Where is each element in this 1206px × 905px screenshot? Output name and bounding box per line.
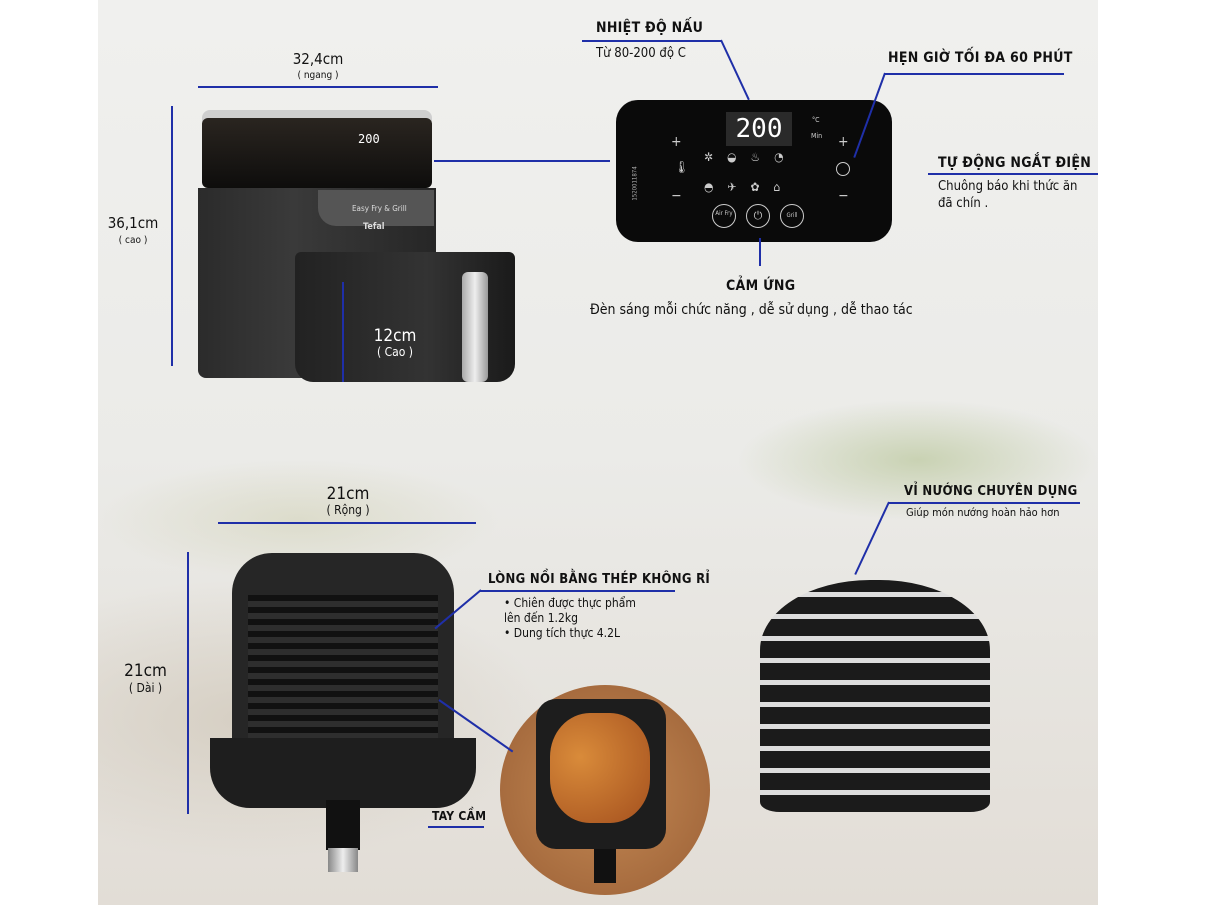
unit-minutes: Min — [811, 132, 823, 140]
basket-rim — [210, 738, 476, 808]
fryer-height-label: 36,1cm — [107, 214, 159, 232]
basket-handle — [326, 800, 360, 850]
callout-line — [480, 590, 675, 592]
basket-length-note: ( Dài ) — [128, 681, 163, 695]
callout-line — [759, 238, 761, 266]
fryer-model-label: Easy Fry & Grill — [318, 190, 434, 226]
temp-plus-button[interactable]: + — [671, 134, 682, 150]
touch-title: CẢM ỨNG — [726, 278, 796, 294]
drawer-handle — [462, 272, 488, 382]
grill-rack-image — [760, 580, 990, 812]
temperature-title: NHIỆT ĐỘ NẤU — [596, 20, 704, 36]
width-dimension-line — [198, 86, 438, 88]
basket-bullets: • Chiên được thực phẩm lên đến 1.2kg • D… — [504, 596, 654, 641]
callout-line — [854, 501, 890, 575]
preset-icons-row2[interactable]: ◓✈✿⌂ — [704, 180, 795, 194]
power-button[interactable]: ⏻ — [746, 204, 770, 228]
basket-width-note: ( Rộng ) — [326, 503, 370, 517]
basket-height-label: 12cm — [373, 326, 417, 346]
grill-text: Giúp món nướng hoàn hảo hơn — [906, 506, 1060, 519]
grill-title: VỈ NƯỚNG CHUYÊN DỤNG — [904, 484, 1078, 499]
temperature-display: 200 — [726, 112, 792, 146]
basket-title: LÒNG NỒI BẰNG THÉP KHÔNG RỈ — [488, 572, 711, 587]
touch-text: Đèn sáng mỗi chức năng , dễ sử dụng , dễ… — [590, 302, 913, 318]
grill-button[interactable]: Grill — [780, 204, 804, 228]
preset-icons-row1[interactable]: ✲◒♨◔ — [704, 150, 798, 164]
basket-bullet: • Chiên được thực phẩm lên đến 1.2kg — [504, 596, 636, 625]
basket-bullet: • Dung tích thực 4.2L — [504, 626, 620, 640]
timer-title: HẸN GIỜ TỐI ĐA 60 PHÚT — [888, 50, 1073, 66]
brand-logo: Tefal — [363, 222, 385, 232]
handle-title: TAY CẦM — [432, 809, 487, 823]
thermometer-icon: 🌡︎ — [674, 160, 690, 174]
temp-minus-button[interactable]: − — [671, 188, 682, 204]
infographic: 32,4cm ( ngang ) 36,1cm ( cao ) 200 Easy… — [98, 0, 1098, 905]
handle-grip — [328, 848, 358, 872]
fryer-display: 200 — [358, 132, 380, 146]
callout-line — [428, 826, 484, 828]
serial-number: 1520011874 — [631, 166, 639, 201]
basket-width-line — [218, 522, 476, 524]
unit-celsius: °C — [812, 116, 820, 124]
basket-height-note: ( Cao ) — [376, 345, 414, 359]
time-plus-button[interactable]: + — [838, 134, 849, 150]
airfry-button[interactable]: Air Fry — [712, 204, 736, 228]
panel-pointer-arrow — [434, 160, 610, 162]
clock-icon[interactable] — [836, 162, 850, 176]
fryer-height-note: ( cao ) — [118, 235, 148, 246]
callout-line — [928, 173, 1098, 175]
temperature-text: Từ 80-200 độ C — [596, 46, 686, 61]
auto-off-text: Chuông báo khi thức ăn đã chín . — [938, 179, 1078, 211]
callout-line — [888, 502, 1080, 504]
basket-length-line — [187, 552, 189, 814]
callout-line — [884, 73, 1064, 75]
basket-height-line — [342, 282, 344, 382]
control-panel: 200 °C Min 1520011874 + − + − 🌡︎ ✲◒♨◔ ◓✈… — [616, 100, 892, 242]
callout-line — [582, 40, 722, 42]
time-minus-button[interactable]: − — [838, 188, 849, 204]
fryer-width-note: ( ngang ) — [297, 70, 339, 81]
fryer-width-label: 32,4cm — [292, 50, 344, 68]
basket-width-label: 21cm — [326, 484, 370, 504]
height-dimension-line — [171, 106, 173, 366]
roast-chicken-photo — [500, 685, 710, 895]
basket-length-label: 21cm — [124, 661, 167, 681]
auto-off-title: TỰ ĐỘNG NGẮT ĐIỆN — [938, 155, 1092, 171]
callout-line — [720, 39, 750, 101]
